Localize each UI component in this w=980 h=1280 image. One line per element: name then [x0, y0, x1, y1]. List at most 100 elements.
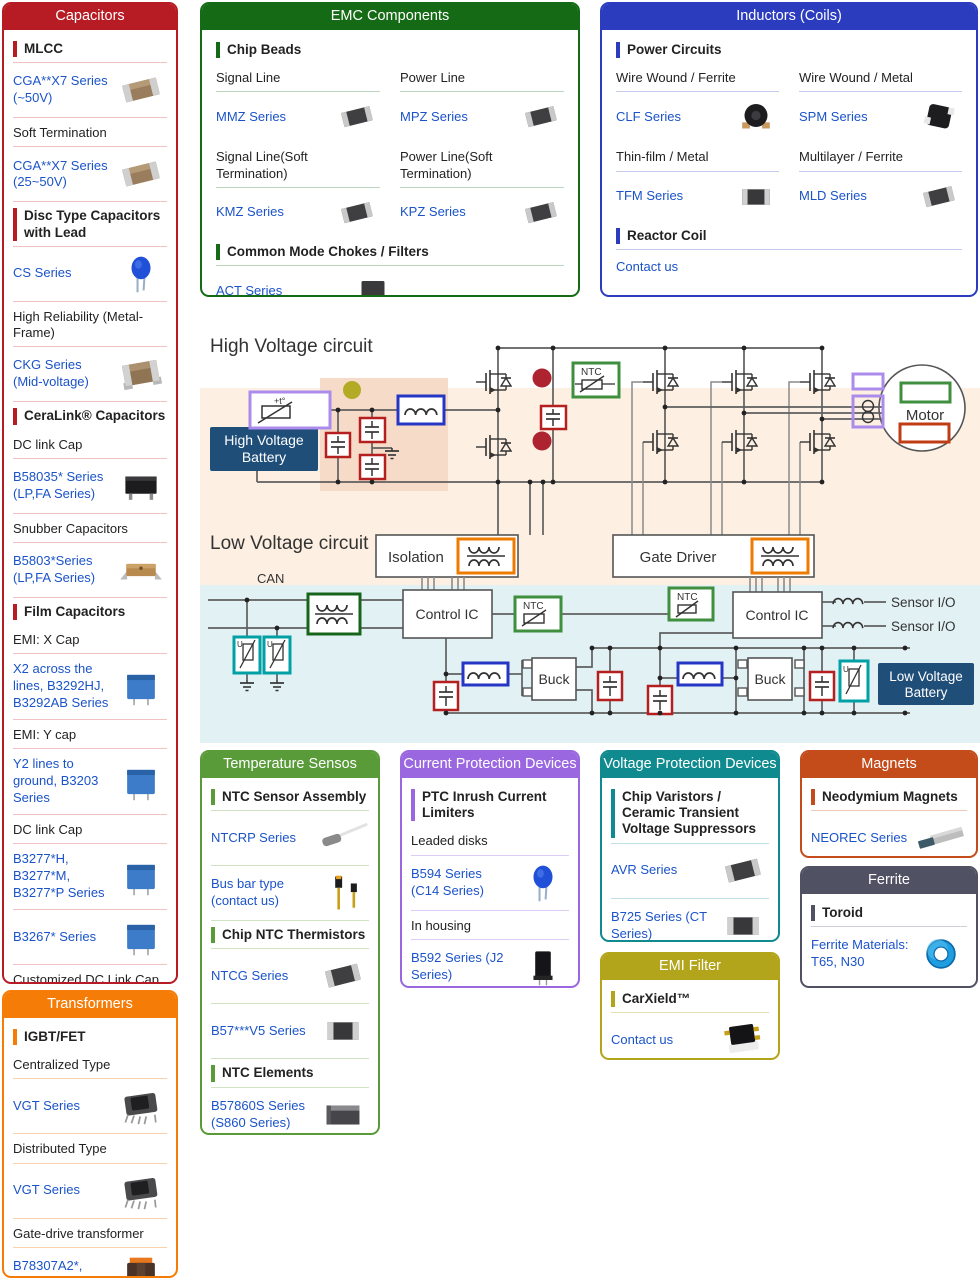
film-capacitor-icon [115, 762, 167, 802]
accent-bar [611, 991, 615, 1008]
buck-capacitor-hotspot[interactable] [646, 684, 674, 716]
category-label: EMI: X Cap [13, 625, 167, 655]
accent-bar [13, 1029, 17, 1046]
product-link-kpz[interactable]: KPZ Series [400, 204, 466, 220]
product-row: MLD Series [799, 172, 962, 222]
ntc-thermistor-hotspot[interactable]: NTC [571, 361, 621, 399]
product-link-b592[interactable]: B592 Series (J2 Series) [411, 949, 504, 982]
product-link-cga-25-50v[interactable]: CGA**X7 Series (25~50V) [13, 157, 108, 190]
reactor-contact-us-link[interactable]: Contact us [616, 259, 679, 275]
inrush-limiter-hotspot[interactable]: +t° [248, 390, 332, 430]
product-link-mpz[interactable]: MPZ Series [400, 108, 468, 124]
bus-connectors [421, 577, 791, 592]
product-row: Contact us [616, 250, 796, 286]
snubber-capacitor-hotspot[interactable] [539, 404, 568, 431]
can-varistor-hotspot[interactable]: U [232, 635, 262, 675]
dc-link-capacitor-hotspots[interactable] [324, 416, 387, 481]
buck-inductor-hotspot[interactable] [676, 661, 724, 687]
product-link-mmz[interactable]: MMZ Series [216, 108, 287, 124]
red-marker[interactable] [532, 368, 552, 388]
buck-label: Buck [754, 671, 786, 687]
product-row: B594 Series (C14 Series) [411, 856, 569, 911]
ferrite-bead-icon [334, 99, 380, 135]
product-link-b5803[interactable]: B5803*Series (LP,FA Series) [13, 553, 96, 585]
gate-drive-lines [631, 381, 801, 535]
accent-bar [13, 41, 17, 58]
product-link-b594[interactable]: B594 Series (C14 Series) [411, 865, 484, 898]
product-link-ntcrp[interactable]: NTCRP Series [211, 829, 297, 845]
product-link-b3277[interactable]: B3277*H, B3277*M, B3277*P Series [13, 851, 105, 901]
ntc-thermistor-hotspot[interactable]: NTC [513, 595, 563, 633]
category-label: Gate-drive transformer [13, 1219, 167, 1248]
product-link-avr[interactable]: AVR Series [611, 862, 678, 878]
product-link-mld[interactable]: MLD Series [799, 188, 867, 204]
product-link-tfm[interactable]: TFM Series [616, 188, 684, 204]
product-link-y2-b3203[interactable]: Y2 lines to ground, B3203 Series [13, 756, 99, 806]
lv-varistor-hotspot[interactable]: U [838, 659, 870, 703]
product-link-cs-series[interactable]: CS Series [13, 265, 72, 281]
product-link-busbar[interactable]: Bus bar type (contact us) [211, 876, 284, 909]
section-toroid: Toroid [811, 899, 967, 928]
ceralink-capacitor-icon [115, 466, 167, 506]
product-link-ckg-series[interactable]: CKG Series (Mid-voltage) [13, 357, 89, 390]
product-link-vgt-distributed[interactable]: VGT Series [13, 1182, 80, 1198]
section-carxield: CarXield™ [611, 985, 769, 1014]
product-link-ferrite-materials[interactable]: Ferrite Materials: T65, N30 [811, 937, 909, 970]
product-link-neorec[interactable]: NEOREC Series [811, 829, 908, 845]
svg-text:U: U [267, 640, 273, 649]
emi-filter-panel: EMI Filter CarXield™ Contact us [600, 952, 780, 1060]
product-link-vgt-centralized[interactable]: VGT Series [13, 1097, 80, 1113]
buck-inductor-hotspot[interactable] [461, 661, 510, 687]
film-capacitor-icon [115, 917, 167, 957]
product-row: CKG Series (Mid-voltage) [13, 347, 167, 403]
product-link-b78307[interactable]: B78307A2*, ATEM Series [13, 1258, 89, 1276]
control-ic-label: Control IC [415, 606, 478, 622]
capacitors-panel: Capacitors MLCC CGA**X7 Series (~50V) So… [2, 2, 178, 984]
accent-bar [211, 927, 215, 944]
product-link-clf[interactable]: CLF Series [616, 108, 682, 124]
product-link-kmz[interactable]: KMZ Series [216, 204, 284, 220]
product-link-b57v5[interactable]: B57***V5 Series [211, 1022, 306, 1038]
product-link-b57860s[interactable]: B57860S Series (S860 Series) [211, 1097, 305, 1130]
buck-pin [737, 687, 748, 697]
svg-text:U: U [237, 640, 243, 649]
motor-green-hotspot[interactable] [899, 381, 952, 404]
product-row: ACT Series [216, 266, 396, 297]
isolation-transformer-hotspot[interactable] [456, 537, 516, 575]
ntc-thermistor-hotspot[interactable]: NTC [667, 586, 715, 622]
product-link-ntcg[interactable]: NTCG Series [211, 967, 289, 983]
chip-varistor-icon [717, 906, 769, 942]
product-link-b58035[interactable]: B58035* Series (LP,FA Series) [13, 468, 104, 501]
buck-pin [522, 659, 533, 669]
product-link-cga-50v[interactable]: CGA**X7 Series (~50V) [13, 73, 108, 106]
red-marker[interactable] [532, 431, 552, 451]
mlcc-chip-icon [115, 70, 167, 110]
accent-bar [13, 604, 17, 621]
product-link-b725[interactable]: B725 Series (CT Series) [611, 908, 707, 941]
ferrite-panel-title: Ferrite [802, 868, 976, 894]
product-row: Bus bar type (contact us) [211, 866, 369, 922]
product-link-b3267[interactable]: B3267* Series [13, 928, 97, 944]
can-choke-hotspot[interactable] [306, 592, 362, 636]
product-link-x2-b3292[interactable]: X2 across the lines, B3292HJ, B3292AB Se… [13, 661, 109, 711]
magnet-slab-icon [915, 818, 967, 858]
motor-magnet-hotspot[interactable] [898, 422, 951, 444]
lv-capacitor-hotspot[interactable] [596, 670, 624, 702]
can-varistor-hotspot[interactable]: U [262, 635, 292, 675]
current-sensor-hotspot[interactable] [851, 394, 885, 429]
boost-inductor-hotspot[interactable] [396, 394, 446, 426]
emi-contact-us-link[interactable]: Contact us [611, 1031, 674, 1047]
lv-capacitor-hotspot[interactable] [808, 670, 836, 702]
gate-drive-transformer-icon [115, 1255, 167, 1278]
vgt-transformer-icon [115, 1171, 167, 1211]
buck-capacitor-hotspot[interactable] [432, 680, 460, 712]
temperature-panel-title: Temperature Sensos [202, 752, 378, 778]
gate-driver-transformer-hotspot[interactable] [750, 537, 810, 575]
position-sensor-hotspot[interactable] [851, 372, 885, 391]
chip-thermistor-icon [317, 956, 369, 996]
yellow-marker[interactable] [343, 381, 361, 399]
section-ntc-sensor-assembly: NTC Sensor Assembly [211, 783, 369, 812]
chip-varistor-icon [717, 851, 769, 891]
product-link-spm[interactable]: SPM Series [799, 108, 868, 124]
product-link-act[interactable]: ACT Series [216, 282, 283, 297]
